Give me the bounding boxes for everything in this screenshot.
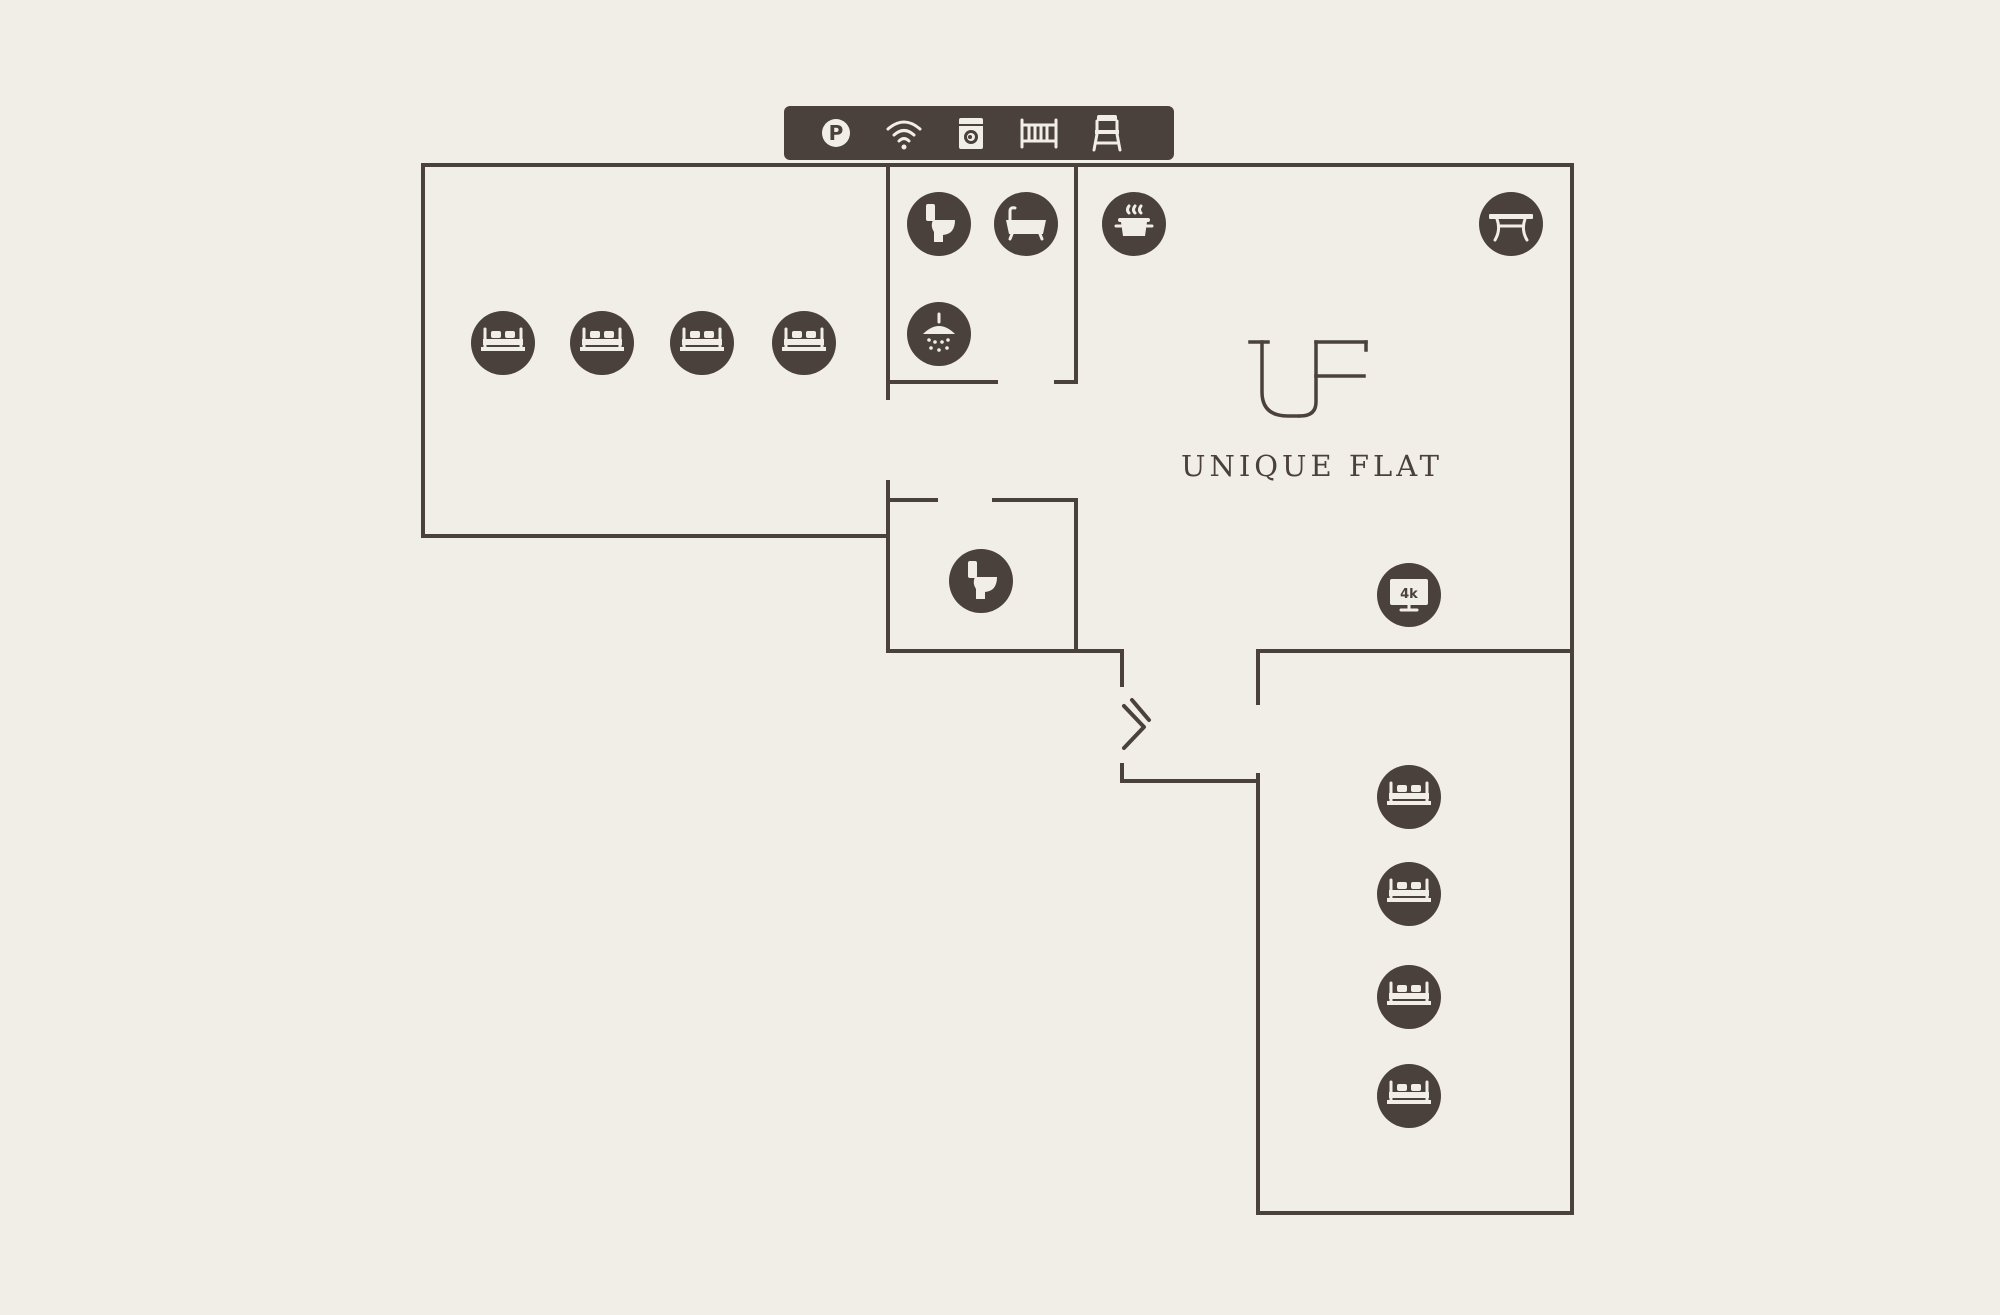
walls bbox=[421, 163, 1574, 1215]
toilet-icon bbox=[949, 549, 1013, 613]
bed-icon bbox=[1375, 763, 1443, 831]
bedroom-2 bbox=[1375, 763, 1443, 1130]
entrance-arrow-icon bbox=[1122, 698, 1151, 750]
monogram-logo bbox=[1248, 340, 1368, 418]
bedroom-1 bbox=[469, 309, 838, 377]
dining-table-icon bbox=[1477, 190, 1545, 258]
washing-machine-icon bbox=[959, 118, 983, 149]
wc-room bbox=[949, 549, 1013, 613]
baby-crib-icon bbox=[1020, 118, 1058, 149]
bed-icon bbox=[770, 309, 838, 377]
parking-icon: P bbox=[822, 119, 850, 147]
living-area: 4k UNIQUE FLAT bbox=[1100, 190, 1545, 629]
tv-badge: 4k bbox=[1400, 587, 1418, 602]
cooking-pot-icon bbox=[1100, 190, 1168, 258]
amenities-bar: P bbox=[784, 106, 1174, 160]
shower-icon bbox=[905, 300, 973, 368]
bed-icon bbox=[469, 309, 537, 377]
bathtub-icon bbox=[992, 190, 1060, 258]
bed-icon bbox=[1375, 1062, 1443, 1130]
bathroom-1 bbox=[905, 190, 1060, 368]
bed-icon bbox=[1375, 860, 1443, 928]
parking-letter: P bbox=[829, 121, 844, 145]
brand-name: UNIQUE FLAT bbox=[1181, 449, 1443, 483]
wifi-icon bbox=[886, 120, 922, 150]
high-chair-icon bbox=[1092, 115, 1122, 152]
toilet-icon bbox=[907, 192, 971, 256]
brand-logo: UNIQUE FLAT bbox=[1181, 340, 1443, 483]
bed-icon bbox=[568, 309, 636, 377]
bed-icon bbox=[668, 309, 736, 377]
tv-4k-icon: 4k bbox=[1375, 561, 1443, 629]
bed-icon bbox=[1375, 963, 1443, 1031]
